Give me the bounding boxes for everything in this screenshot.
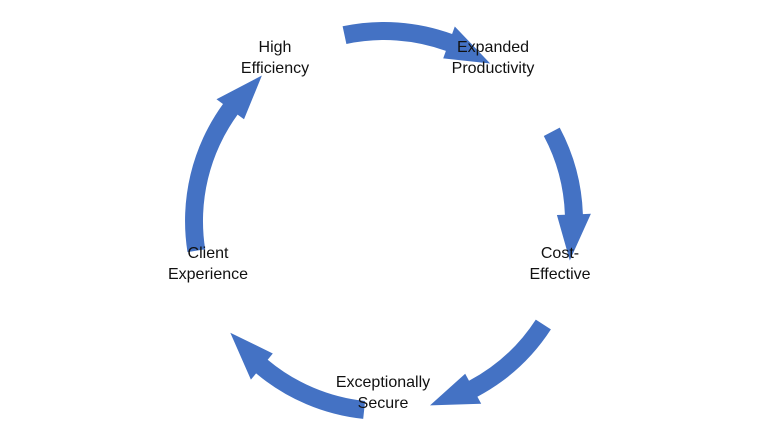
node-label-line: High: [258, 39, 292, 56]
node-label-line: Secure: [357, 395, 409, 412]
cycle-arrow-4: [230, 332, 366, 419]
node-exceptionally-secure: Exceptionally Secure: [318, 372, 448, 414]
cycle-arrow-2: [543, 127, 591, 261]
node-label-line: Exceptionally: [335, 374, 431, 391]
node-label-line: Effective: [529, 266, 591, 283]
node-client-experience: Client Experience: [148, 243, 268, 285]
cycle-arrow-3: [430, 319, 551, 406]
node-label-line: Efficiency: [240, 60, 310, 77]
node-label-line: Expanded: [456, 39, 530, 56]
node-cost-effective: Cost- Effective: [500, 243, 620, 285]
node-expanded-productivity: Expanded Productivity: [428, 37, 558, 79]
node-label-line: Cost-: [540, 245, 580, 262]
node-high-efficiency: High Efficiency: [215, 37, 335, 79]
cycle-arrow-5: [185, 75, 262, 253]
node-label-line: Experience: [167, 266, 249, 283]
cycle-arrow-1: [342, 21, 491, 64]
node-label-line: Client: [187, 245, 229, 262]
node-label-line: Productivity: [451, 60, 535, 77]
